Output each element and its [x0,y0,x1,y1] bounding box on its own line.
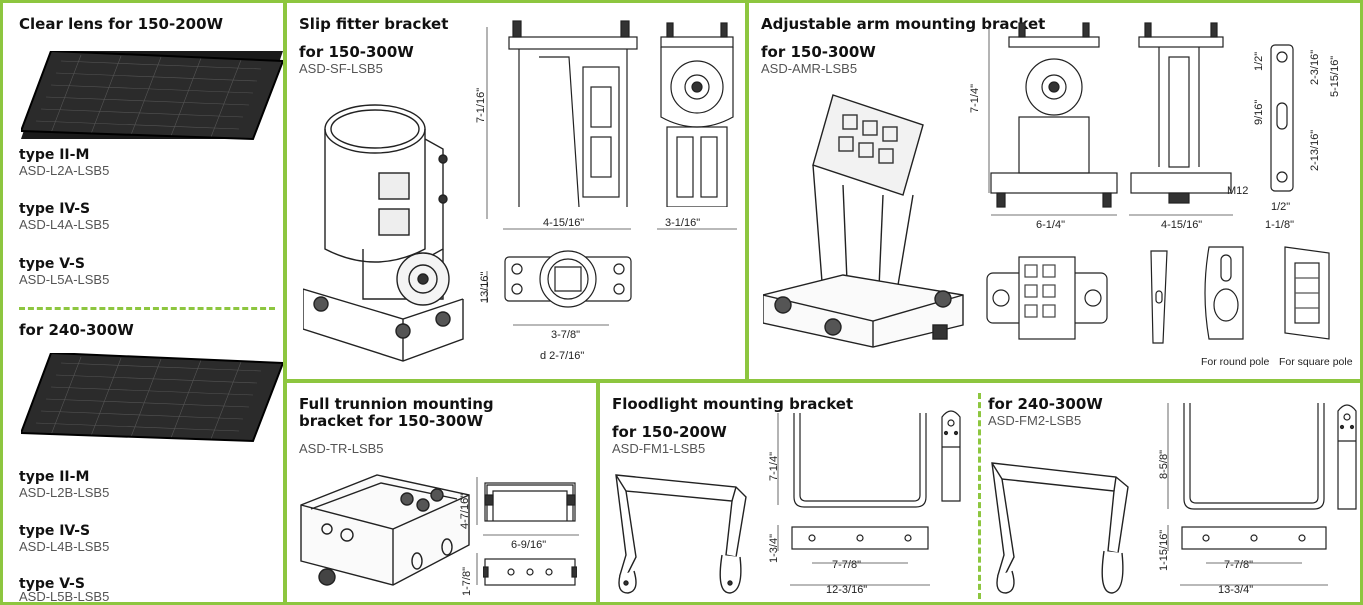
flood-2-front-drawing [1183,403,1325,510]
arm-dim-e: 2-13/16" [1309,129,1321,171]
arm-dim-depth: 4-15/16" [1161,219,1203,231]
slip-fitter-title: Slip fitter bracket [299,15,449,33]
lens-code: ASD-L2B-LSB5 [19,485,110,500]
arm-panel: Adjustable arm mounting bracket for 150-… [749,3,1360,379]
arm-dim-lines [988,27,1233,216]
flood-1-dim-lines [777,413,930,586]
arm-caption-square: For square pole [1279,356,1353,368]
lens-panel: Clear lens for 150-200W type II-M ASD-L2… [3,3,283,602]
trunnion-dim-depth: 1-7/8" [461,567,473,596]
slip-fitter-dim-depth: 3-1/16" [665,217,701,229]
flood-title: Floodlight mounting bracket [612,395,854,413]
trunnion-dim-width: 6-9/16" [511,539,547,551]
slip-fitter-dim-diameter: d 2-7/16" [540,350,585,362]
flood-divider [978,393,981,599]
arm-dim-height: 7-1/4" [969,84,981,113]
lens-divider [19,307,275,310]
slip-fitter-dim-lines [486,27,737,326]
arm-dim-d: 5-15/16" [1329,55,1341,97]
slip-fitter-code: ASD-SF-LSB5 [299,61,383,76]
flood-1-side-drawing [791,526,929,550]
arm-side-drawing [1130,22,1232,204]
arm-dim-c: 2-3/16" [1309,49,1321,85]
lens-code: ASD-L4B-LSB5 [19,539,110,554]
trunnion-panel: Full trunnion mounting bracket for 150-3… [287,383,596,602]
floodlight-panel: Floodlight mounting bracket for 150-200W… [600,383,1360,602]
arm-subtitle: for 150-300W [761,43,876,61]
arm-caption-round: For round pole [1201,356,1270,368]
trunnion-dim-lines [476,477,579,585]
lens-title: Clear lens for 150-200W [19,15,224,33]
lens-type: type IV-S [19,201,91,217]
lens-type: type II-M [19,469,90,485]
lens-code: ASD-L5A-LSB5 [19,272,110,287]
flood-code-1: ASD-FM1-LSB5 [612,441,706,456]
flood-code-2: ASD-FM2-LSB5 [988,413,1082,428]
trunnion-title-1: Full trunnion mounting [299,395,494,413]
lens-image-1 [21,51,283,141]
trunnion-title-2: bracket for 150-300W [299,412,484,430]
lens-title-2: for 240-300W [19,321,134,339]
slip-fitter-dim-top-height: 13/16" [479,271,491,303]
flood-2-side-drawing [1181,526,1327,550]
slip-fitter-top-drawing [504,250,632,308]
lens-type: type IV-S [19,523,91,539]
lens-code: ASD-L5B-LSB5 [19,589,110,602]
trunnion-front-top [484,482,576,522]
arm-top-drawing [986,256,1108,340]
flood-2-dim-width: 13-3/4" [1218,584,1254,596]
lens-image-2 [21,353,283,443]
slip-fitter-dim-width: 4-15/16" [543,217,585,229]
arm-plate-drawing [1270,44,1294,192]
arm-title: Adjustable arm mounting bracket [761,15,1046,33]
lens-code: ASD-L4A-LSB5 [19,217,110,232]
trunnion-code: ASD-TR-LSB5 [299,441,384,456]
trunnion-dim-height: 4-7/16" [459,493,471,529]
lens-type: type V-S [19,576,85,592]
arm-code: ASD-AMR-LSB5 [761,61,858,76]
slip-fitter-side-drawing [508,20,638,207]
arm-dim-h: 1-1/8" [1265,219,1294,231]
slip-fitter-panel: Slip fitter bracket for 150-300W ASD-SF-… [287,3,745,379]
flood-2-dim-hole: 7-7/8" [1224,559,1253,571]
slip-fitter-front-drawing [660,22,734,207]
flood-subtitle-1: for 150-200W [612,423,727,441]
flood-1-front-drawing [793,413,927,508]
arm-dim-g: 1/2" [1271,201,1291,213]
arm-small-plate [1150,250,1168,344]
trunnion-side-drawing [483,558,577,586]
flood-2-iso-drawing [991,462,1129,594]
flood-2-dim-lines [1167,403,1328,586]
arm-round-pole-adapter [1204,246,1244,340]
arm-dim-a: 1/2" [1253,51,1265,71]
arm-front-drawing [990,22,1118,208]
arm-dim-f: M12 [1227,185,1249,197]
lens-code: ASD-L2A-LSB5 [19,163,110,178]
arm-dim-b: 9/16" [1253,99,1265,125]
flood-1-iso-drawing [615,474,747,594]
arm-dim-width: 6-1/4" [1036,219,1065,231]
flood-2-end-drawing [1337,404,1357,510]
arm-square-pole-adapter [1284,246,1330,340]
slip-fitter-subtitle: for 150-300W [299,43,414,61]
flood-1-dim-hole: 7-7/8" [832,559,861,571]
arm-iso-drawing [763,94,964,348]
flood-1-dim-width: 12-3/16" [826,584,868,596]
slip-fitter-iso-drawing [303,104,464,362]
trunnion-iso-drawing [300,474,470,586]
lens-type: type II-M [19,147,90,163]
flood-1-end-drawing [941,410,961,502]
flood-subtitle-2: for 240-300W [988,395,1103,413]
lens-type: type V-S [19,256,85,272]
slip-fitter-dim-top-width: 3-7/8" [551,329,580,341]
